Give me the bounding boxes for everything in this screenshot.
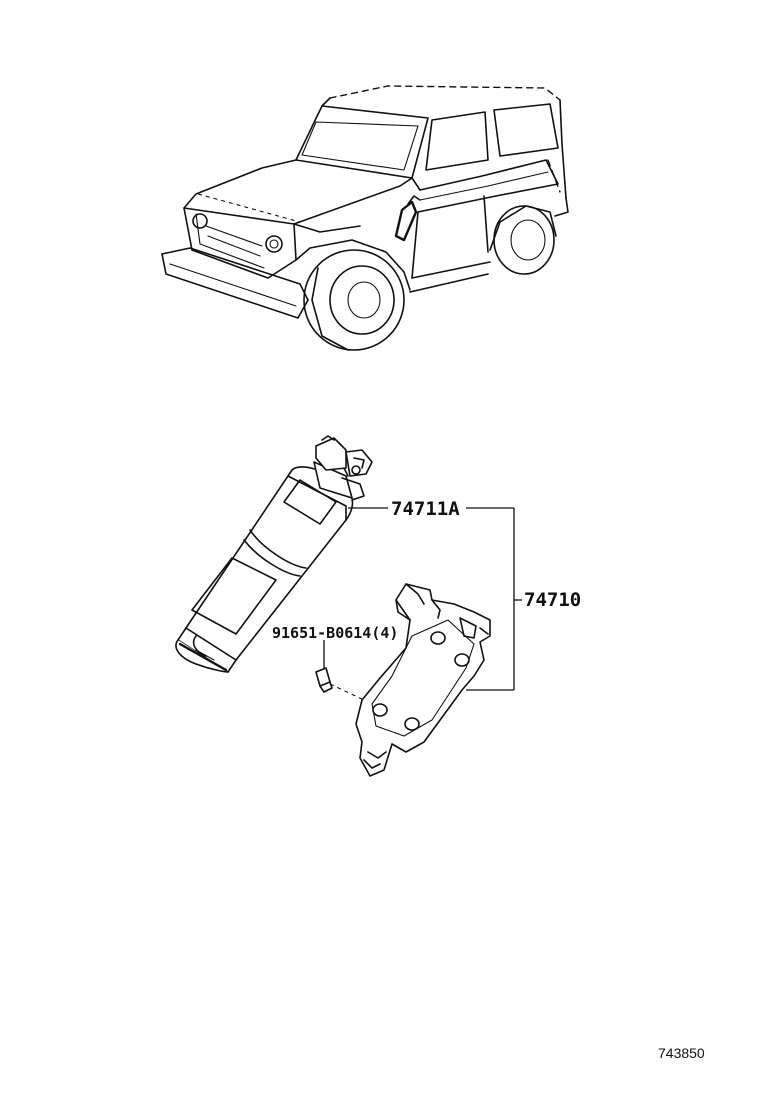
label-cylinder: 74711A	[391, 498, 460, 520]
label-bolt: 91651-B0614(4)	[272, 624, 398, 642]
label-assembly: 74710	[524, 589, 581, 611]
vehicle-illustration	[161, 85, 569, 351]
mounting-bracket	[355, 583, 491, 777]
figure-id: 743850	[658, 1045, 705, 1061]
callouts: 74711A 74710 91651-B0614(4)	[272, 498, 581, 691]
bolt	[315, 640, 365, 701]
extinguisher-cylinder	[175, 435, 388, 673]
